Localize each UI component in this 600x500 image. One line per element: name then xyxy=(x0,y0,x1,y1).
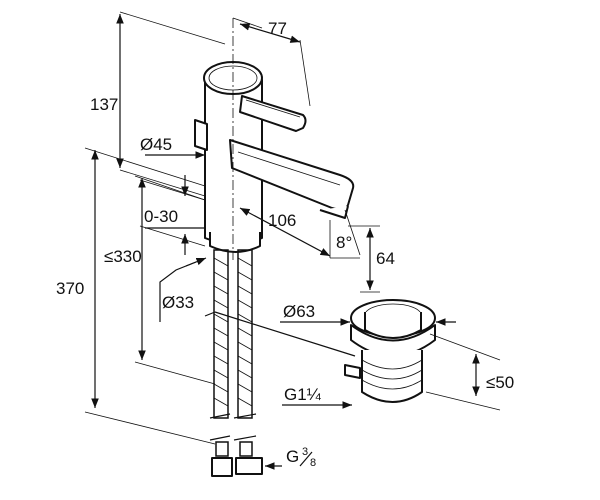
drain-assembly xyxy=(204,299,436,403)
dim-370: 370 xyxy=(56,279,84,298)
dimension-labels: 77 137 Ø45 0-30 106 8° 64 ≤330 370 Ø33 Ø… xyxy=(56,19,514,469)
dim-max-330: ≤330 xyxy=(104,247,142,266)
dim-64: 64 xyxy=(376,249,395,268)
dim-diameter-45: Ø45 xyxy=(140,135,172,154)
thread-g3-8-denominator: 8 xyxy=(310,457,316,469)
dim-137: 137 xyxy=(90,95,118,114)
dim-max-50: ≤50 xyxy=(486,373,514,392)
dim-77: 77 xyxy=(268,19,287,38)
dimension-lines xyxy=(84,11,501,470)
thread-g3-8-numerator: 3 xyxy=(302,446,308,458)
dim-8-degrees: 8° xyxy=(336,233,352,252)
thread-g1-quarter: G1¼ xyxy=(284,385,322,404)
dim-0-30: 0-30 xyxy=(144,207,178,226)
dim-diameter-63: Ø63 xyxy=(283,302,315,321)
dim-diameter-33: Ø33 xyxy=(162,293,194,312)
thread-g3-8: G 3 8 xyxy=(286,446,316,469)
svg-text:G: G xyxy=(286,447,299,466)
dim-106: 106 xyxy=(268,211,296,230)
lever-handle xyxy=(239,95,307,132)
supply-hoses xyxy=(209,249,263,477)
